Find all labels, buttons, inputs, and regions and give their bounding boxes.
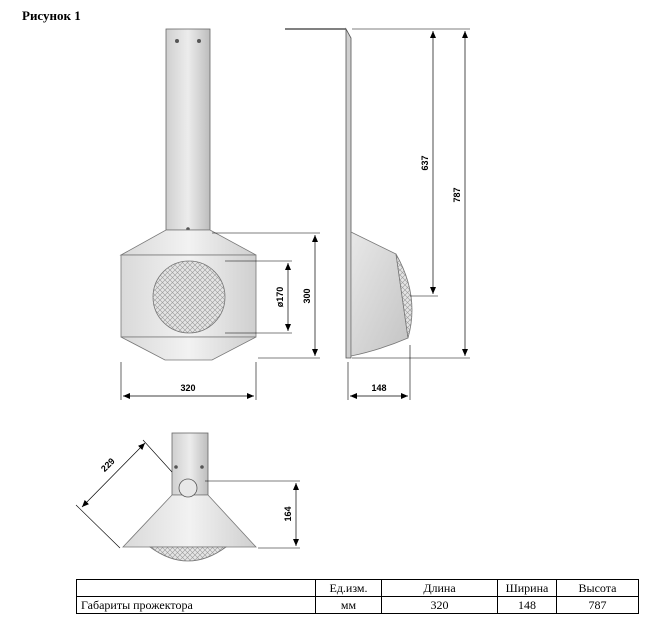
- bottom-view: 229 164: [75, 432, 300, 562]
- side-view: 148 637 787: [285, 27, 470, 400]
- table-header-height: Высота: [556, 579, 639, 597]
- table-header-unit: Ед.изм.: [315, 579, 382, 597]
- table-header-row: Ед.изм. Длина Ширина Высота: [76, 579, 639, 597]
- side-housing: [350, 231, 409, 357]
- table-cell-name: Габариты прожектора: [76, 596, 316, 614]
- dim-label-164: 164: [283, 506, 293, 521]
- floodlight-drawing: 320 ø170 300 148 637 787: [75, 27, 470, 562]
- bottom-pivot: [178, 478, 198, 498]
- side-mount-plate: [345, 27, 352, 359]
- dim-label-300: 300: [302, 288, 312, 303]
- figure-title: Рисунок 1: [22, 8, 81, 23]
- bottom-cone: [122, 494, 257, 548]
- dim-label-320: 320: [180, 383, 195, 393]
- dim-line-229: [81, 442, 146, 508]
- table-cell-length: 320: [381, 596, 498, 614]
- dim-label-148: 148: [371, 383, 386, 393]
- bottom-lens: [148, 546, 228, 562]
- dimensions-table: Ед.изм. Длина Ширина Высота Габариты про…: [76, 579, 639, 614]
- table-row: Габариты прожектора мм 320 148 787: [76, 596, 639, 614]
- table-cell-unit: мм: [315, 596, 382, 614]
- side-lens: [395, 253, 413, 339]
- table-cell-width: 148: [497, 596, 557, 614]
- front-lens: [152, 260, 226, 334]
- pole-bolt-right: [197, 39, 201, 43]
- pole-bolt-left: [175, 39, 179, 43]
- dim-label-229: 229: [99, 456, 117, 474]
- table-cell-height: 787: [556, 596, 639, 614]
- table-header-width: Ширина: [497, 579, 557, 597]
- front-pole: [165, 28, 211, 231]
- front-hood-top: [119, 229, 257, 256]
- dim-label-170: ø170: [275, 287, 285, 308]
- front-view: 320 ø170 300: [119, 28, 320, 400]
- front-hood-bottom: [120, 336, 257, 361]
- table-header-cell: [76, 579, 316, 597]
- dim-label-787: 787: [452, 187, 462, 202]
- dim-label-637: 637: [420, 155, 430, 170]
- table-header-length: Длина: [381, 579, 498, 597]
